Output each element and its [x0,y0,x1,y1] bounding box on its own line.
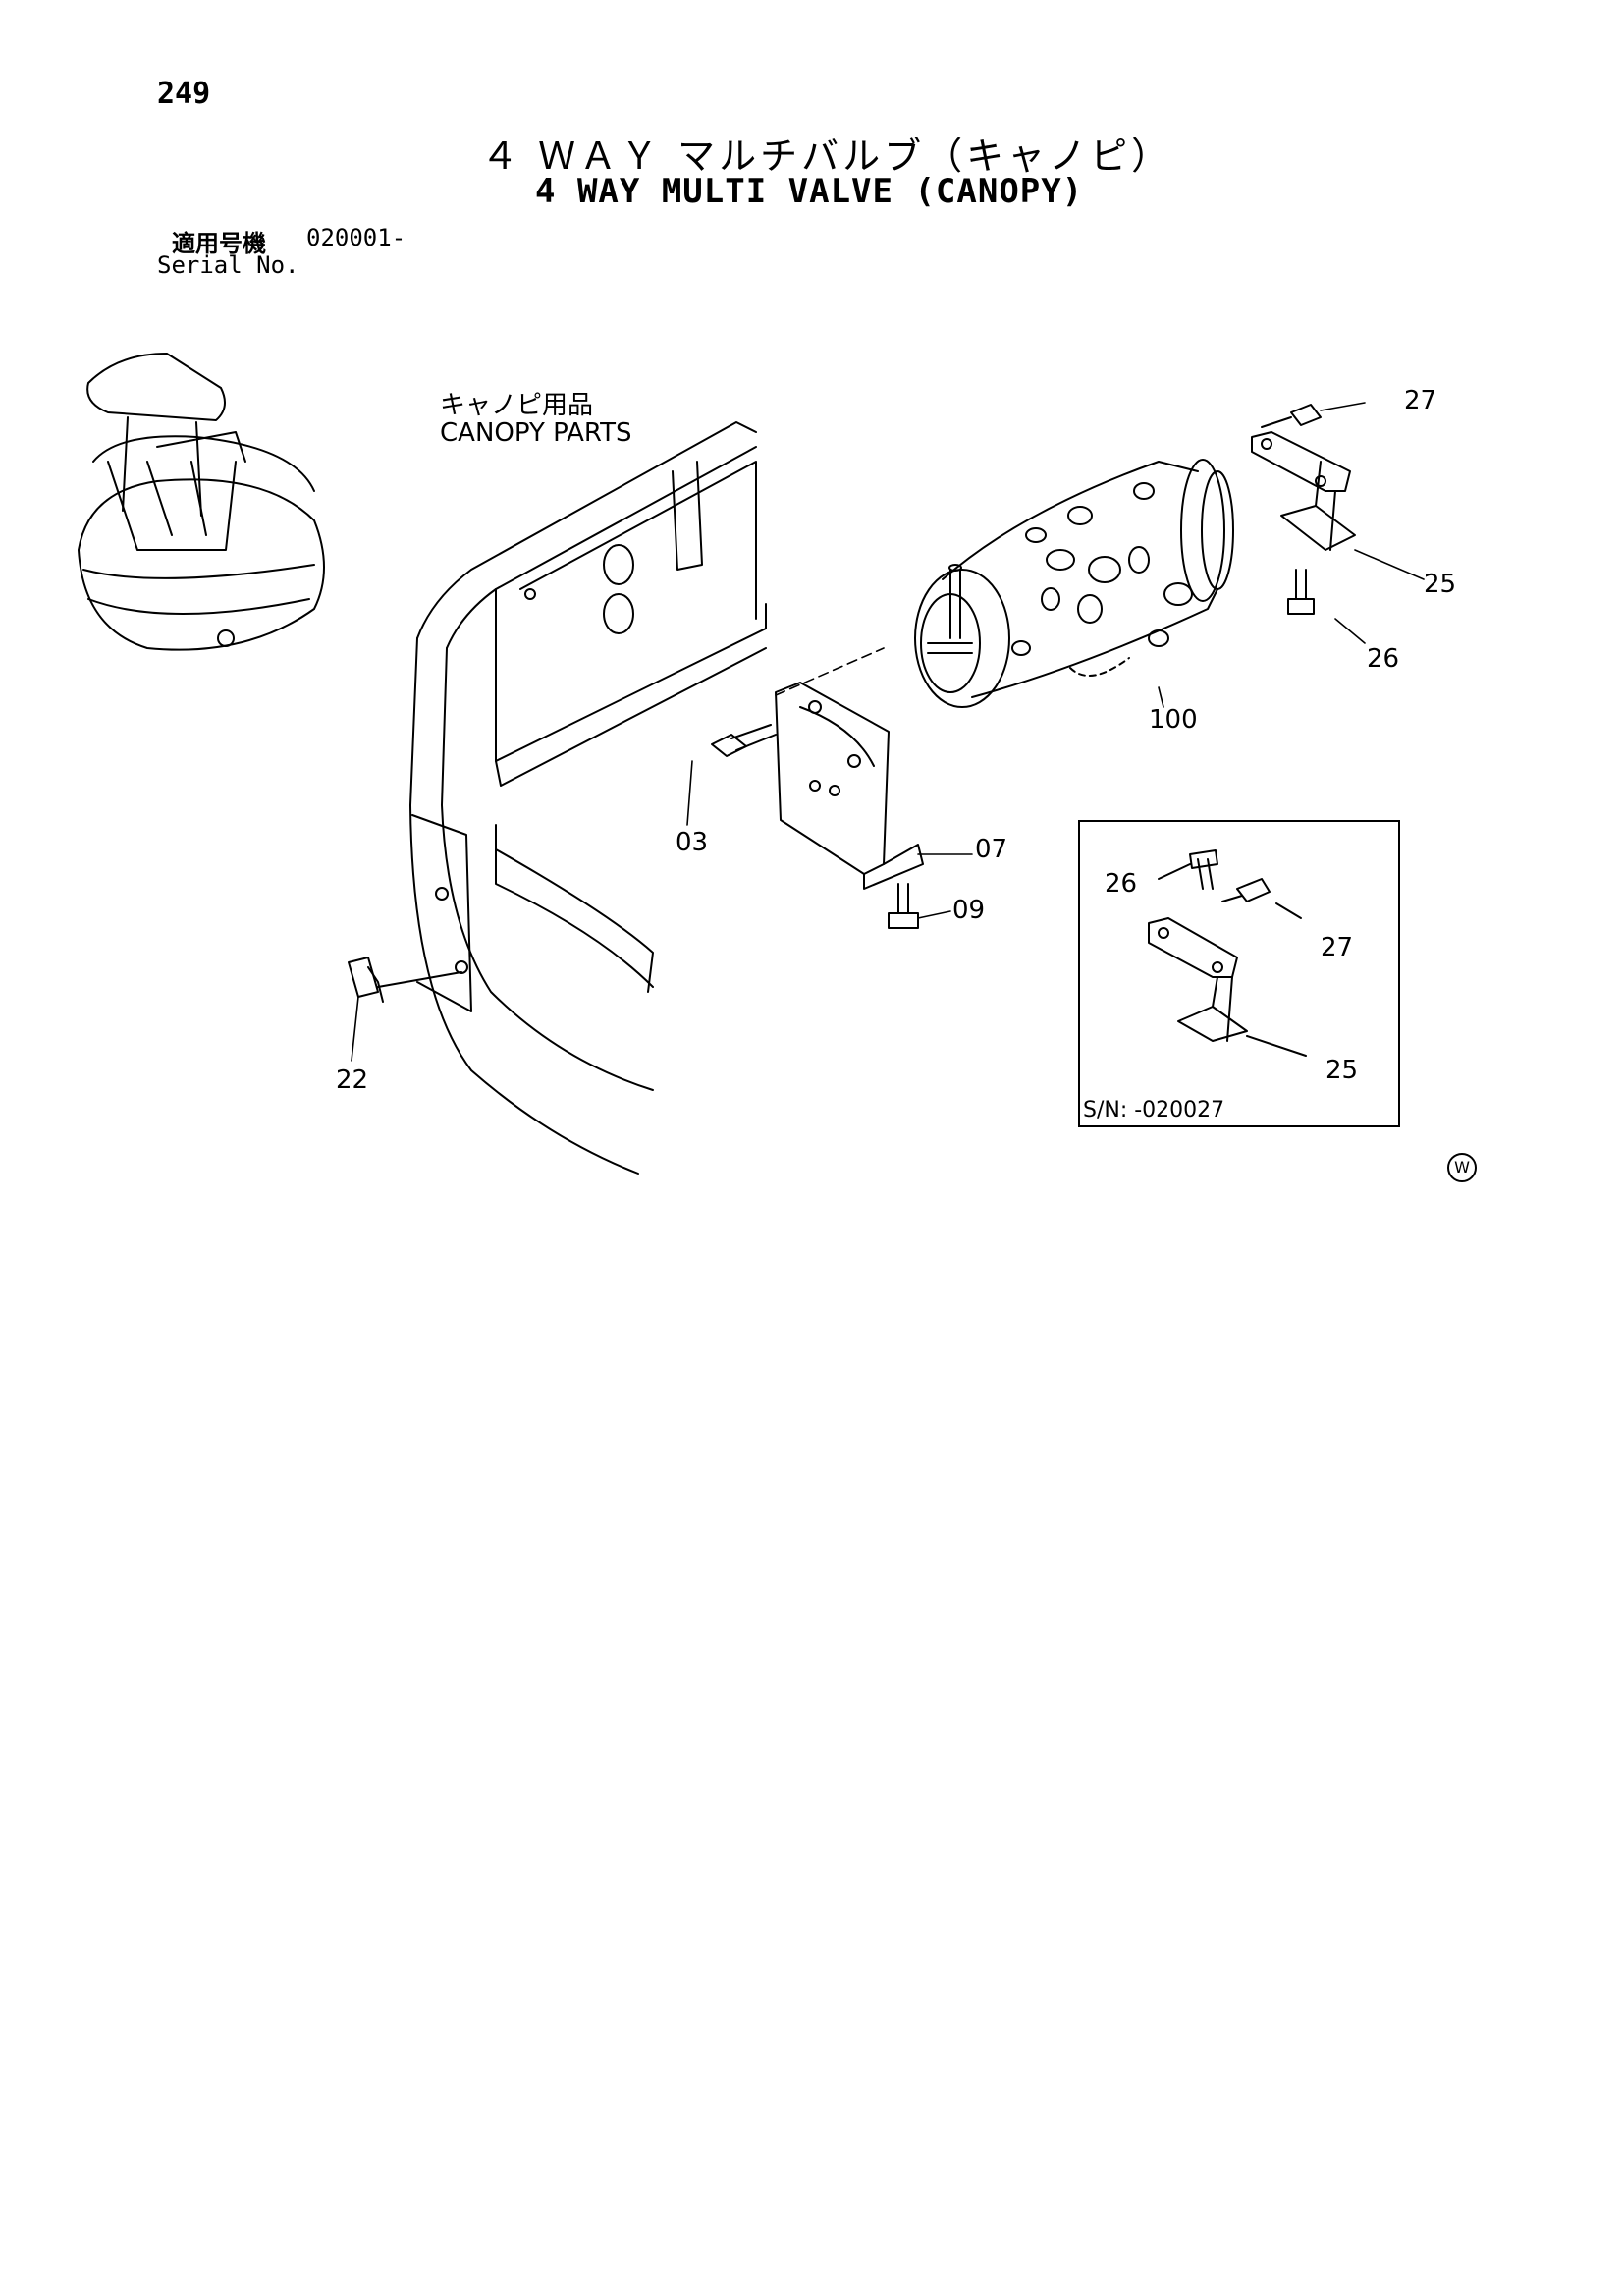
w-circle-mark: W [1447,1153,1477,1182]
section-label-english: CANOPY PARTS [440,418,632,448]
callout-27: 27 [1404,386,1437,415]
inset-detail-drawing [1148,849,1307,1057]
inset-callout-27: 27 [1321,933,1354,962]
callout-22: 22 [336,1066,369,1095]
callout-100: 100 [1149,705,1198,735]
machine-overview-thumbnail [78,353,325,651]
callout-25: 25 [1424,570,1457,599]
inset-callout-25: 25 [1325,1056,1359,1085]
inset-callout-26: 26 [1105,869,1138,899]
page-number: 249 [157,77,211,111]
canopy-frame [409,421,767,1175]
callout-07: 07 [975,835,1008,864]
multi-valve-body [914,459,1234,708]
callout-26: 26 [1367,644,1400,674]
serial-number-value: 020001- [306,224,406,251]
serial-label-japanese: 適用号機 [172,230,266,257]
title-english: 4 WAY MULTI VALVE (CANOPY) [535,172,1084,211]
title-japanese: ４ ＷＡＹ マルチバルブ（キャノピ） [481,135,1173,178]
bolt-09 [888,883,919,929]
callout-03: 03 [676,828,709,857]
leader-lines [351,402,1425,1062]
bolt-03 [711,724,777,757]
valve-bracket [775,682,924,890]
callout-09: 09 [952,896,986,925]
bracket-25-assembly [1251,404,1356,615]
section-label-japanese: キャノピ用品 [440,391,594,420]
clip-22 [348,957,462,1003]
inset-detail-box [1078,820,1400,1127]
serial-label-english: Serial No. [157,251,299,279]
inset-serial-note: S/N: -020027 [1083,1098,1225,1122]
